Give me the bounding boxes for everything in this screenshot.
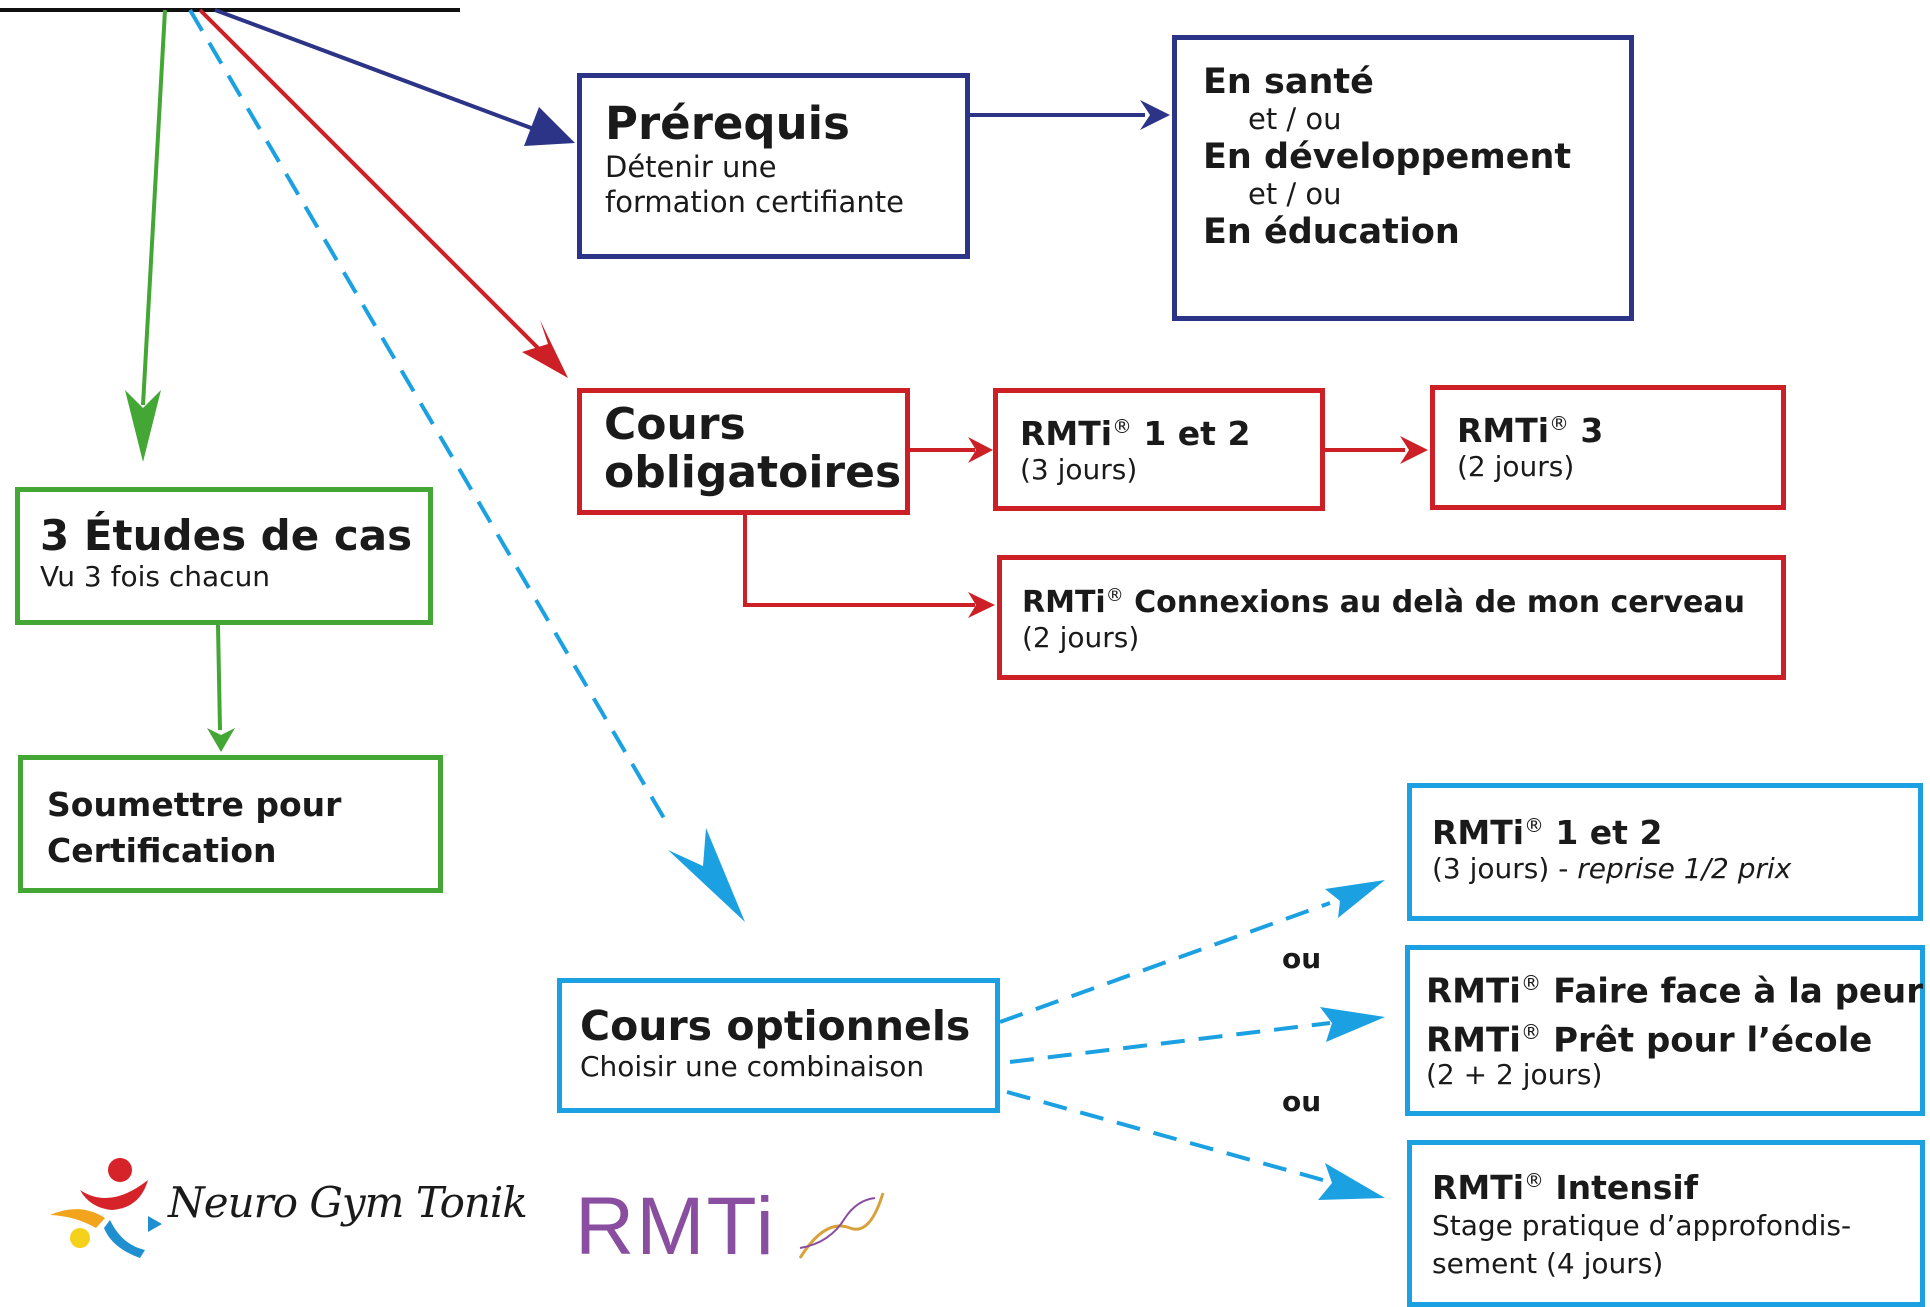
- oblig-connexions-days: (2 jours): [1022, 620, 1140, 654]
- opt-peur-label: RMTi: [1426, 971, 1521, 1012]
- soumettre-box: Soumettre pour Certification: [18, 755, 443, 893]
- opt-rmti12-days-line: (3 jours) - reprise 1/2 prix: [1432, 852, 1918, 886]
- opt-peur-title: RMTi® Faire face à la peur: [1426, 971, 1923, 1012]
- prerequis-title: Prérequis: [605, 97, 850, 150]
- arrow-to-soumettre: [216, 624, 222, 731]
- registered-mark: ®: [1520, 1020, 1542, 1045]
- registered-mark: ®: [1105, 585, 1124, 606]
- obligatoires-box: Cours obligatoires: [577, 388, 910, 515]
- domaine-education: En éducation: [1203, 212, 1460, 253]
- opt-ecole-suffix: Prêt pour l’école: [1541, 1020, 1873, 1061]
- optionnels-box: Cours optionnels Choisir une combinaison: [557, 978, 1000, 1113]
- oblig-rmti3-suffix: 3: [1568, 411, 1604, 450]
- arrowhead-opt-peur: [1320, 1007, 1385, 1042]
- neuro-gym-tonik-figure-icon: [50, 1158, 162, 1258]
- arrow-to-opt-rmti12: [999, 901, 1331, 1024]
- neuro-gym-tonik-wordmark: Neuro Gym Tonik: [168, 1178, 528, 1227]
- oblig-rmti3-box: RMTi® 3 (2 jours): [1430, 385, 1786, 510]
- ou-label-2: ou: [1282, 1085, 1322, 1118]
- oblig-rmti3-title: RMTi® 3: [1457, 412, 1781, 450]
- etudes-title: 3 Études de cas: [40, 511, 413, 560]
- opt-intensif-line2: sement (4 jours): [1432, 1246, 1664, 1280]
- oblig-rmti12-suffix: 1 et 2: [1131, 414, 1251, 453]
- domaines-box: En santé et / ou En développement et / o…: [1172, 35, 1634, 321]
- rmti-logo: RMTi: [575, 1180, 895, 1280]
- opt-ecole-title: RMTi® Prêt pour l’école: [1426, 1020, 1920, 1061]
- arrow-to-opt-peur: [1009, 1021, 1331, 1064]
- opt-peur-ecole-box: RMTi® Faire face à la peur RMTi® Prêt po…: [1405, 945, 1925, 1116]
- optionnels-title: Cours optionnels: [580, 1002, 971, 1050]
- arrow-to-opt-intensif: [1006, 1090, 1331, 1184]
- registered-mark: ®: [1112, 415, 1132, 438]
- etudes-subtitle: Vu 3 fois chacun: [40, 560, 271, 594]
- opt-rmti12-label: RMTi: [1432, 813, 1525, 852]
- neuro-gym-tonik-logo: Neuro Gym Tonik: [50, 1150, 528, 1260]
- opt-rmti12-box: RMTi® 1 et 2 (3 jours) - reprise 1/2 pri…: [1407, 783, 1923, 921]
- obligatoires-title-1: Cours: [604, 399, 746, 450]
- arrowhead-domaines: [1140, 100, 1170, 130]
- soumettre-line2: Certification: [47, 831, 277, 871]
- etou-2: et / ou: [1248, 177, 1342, 212]
- opt-rmti12-suffix: 1 et 2: [1543, 813, 1663, 852]
- obligatoires-title-2: obligatoires: [604, 447, 902, 499]
- prerequis-line2: formation certifiante: [605, 184, 904, 219]
- arrowhead-obligatoires: [522, 320, 568, 378]
- ou-label-1: ou: [1282, 942, 1322, 975]
- soumettre-line1: Soumettre pour: [47, 785, 342, 824]
- oblig-connexions-title: RMTi® Connexions au delà de mon cerveau: [1022, 585, 1781, 621]
- opt-peur-suffix: Faire face à la peur: [1541, 971, 1923, 1012]
- opt-rmti12-title: RMTi® 1 et 2: [1432, 814, 1918, 852]
- rmti-wave-icon: [798, 1192, 885, 1259]
- registered-mark: ®: [1524, 814, 1544, 837]
- arrowhead-etudes: [125, 390, 161, 462]
- opt-intensif-box: RMTi® Intensif Stage pratique d’approfon…: [1407, 1140, 1925, 1307]
- oblig-rmti12-label: RMTi: [1020, 414, 1113, 453]
- arrowhead-soumettre: [207, 728, 235, 752]
- opt-rmti12-days: (3 jours) -: [1432, 851, 1578, 885]
- rmti-wordmark: RMTi: [575, 1181, 776, 1272]
- registered-mark: ®: [1520, 971, 1542, 995]
- domaine-sante: En santé: [1203, 62, 1374, 102]
- etudes-box: 3 Études de cas Vu 3 fois chacun: [15, 487, 433, 625]
- arrowhead-opt-intensif: [1318, 1163, 1385, 1200]
- oblig-rmti12-box: RMTi® 1 et 2 (3 jours): [993, 388, 1325, 511]
- oblig-rmti12-title: RMTi® 1 et 2: [1020, 415, 1320, 453]
- opt-intensif-line1: Stage pratique d’approfondis-: [1432, 1208, 1852, 1242]
- opt-intensif-title: RMTi® Intensif: [1432, 1169, 1920, 1207]
- oblig-rmti12-days: (3 jours): [1020, 452, 1138, 486]
- arrowhead-rmti12: [968, 437, 993, 463]
- registered-mark: ®: [1524, 1169, 1544, 1192]
- oblig-rmti3-label: RMTi: [1457, 411, 1550, 450]
- arrow-to-etudes: [141, 9, 167, 406]
- arrow-to-obligatoires: [198, 8, 547, 357]
- oblig-connexions-suffix: Connexions au delà de mon cerveau: [1123, 585, 1745, 620]
- prerequis-line1: Détenir une: [605, 149, 777, 184]
- opt-ecole-label: RMTi: [1426, 1020, 1521, 1061]
- domaine-developpement: En développement: [1203, 137, 1572, 178]
- arrowhead-opt-rmti12: [1325, 880, 1385, 918]
- arrowhead-prerequis: [524, 107, 575, 146]
- arrow-to-optionnels: [188, 8, 670, 827]
- etou-1: et / ou: [1248, 102, 1342, 137]
- opt-peur-ecole-days: (2 + 2 jours): [1426, 1057, 1603, 1091]
- opt-intensif-suffix: Intensif: [1543, 1168, 1699, 1207]
- optionnels-subtitle: Choisir une combinaison: [580, 1050, 925, 1084]
- arrowhead-connexions: [968, 592, 995, 618]
- opt-intensif-label: RMTi: [1432, 1168, 1525, 1207]
- registered-mark: ®: [1549, 412, 1569, 435]
- prerequis-box: Prérequis Détenir une formation certifia…: [577, 73, 970, 259]
- opt-rmti12-note: reprise 1/2 prix: [1577, 851, 1792, 885]
- oblig-rmti3-days: (2 jours): [1457, 449, 1575, 483]
- oblig-connexions-label: RMTi: [1022, 585, 1106, 620]
- arrow-to-prerequis: [214, 8, 551, 137]
- arrowhead-rmti3: [1400, 436, 1428, 464]
- arrowhead-optionnels: [668, 828, 745, 922]
- oblig-connexions-box: RMTi® Connexions au delà de mon cerveau …: [997, 555, 1786, 680]
- arrow-to-connexions: [743, 515, 975, 607]
